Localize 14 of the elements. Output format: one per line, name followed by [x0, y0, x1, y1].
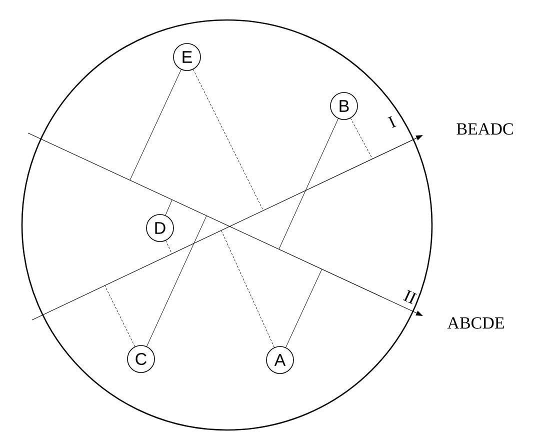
projection-line — [146, 215, 207, 347]
projection-line — [104, 285, 136, 347]
projection-line — [192, 69, 264, 211]
projection-line — [221, 230, 274, 348]
sequence-label: ABCDE — [447, 317, 504, 329]
projection-line — [165, 200, 172, 216]
projection-line — [350, 118, 373, 160]
projection-line — [130, 69, 182, 180]
projection-line — [166, 240, 172, 254]
projection-line — [278, 118, 338, 250]
projection-line — [286, 268, 322, 348]
axis-label: I — [388, 116, 396, 128]
axis-label: II — [403, 290, 417, 304]
sequence-label: BEADC — [456, 123, 513, 135]
